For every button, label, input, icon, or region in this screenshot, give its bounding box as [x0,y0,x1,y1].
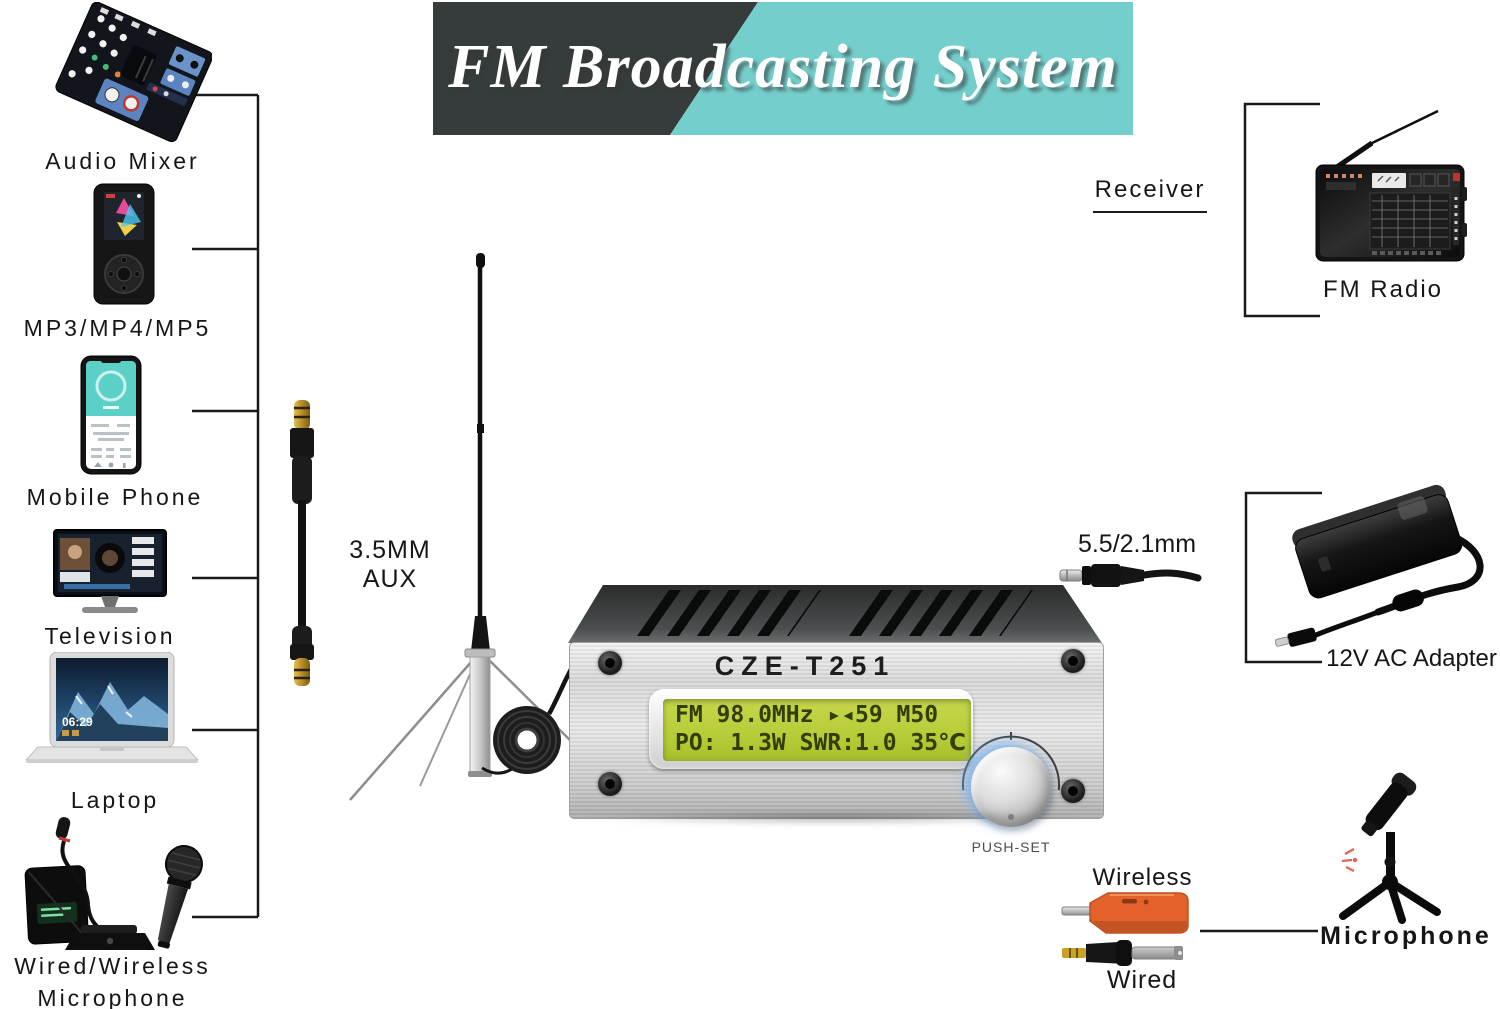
transmitter-top-panel [568,585,1102,643]
fm-radio-label: FM Radio [1322,276,1444,303]
screw-top-left [598,651,622,675]
microphone-tripod-icon [1339,772,1441,924]
television-icon [53,529,167,613]
fm-radio-icon [1315,109,1467,262]
lcd-line-2: PO: 1.3W SWR:1.0 35℃ [675,730,966,756]
aux-cable-label: 3.5MM AUX [349,536,431,593]
page-title: FM Broadcasting System [448,33,1118,101]
screw-bottom-right [1061,779,1085,803]
screw-top-right [1061,649,1085,673]
wireless-dongle-image [1060,885,1195,940]
transmitter-front-panel: CZE-T251 FM 98.0MHz ▸◂59 M50 PO: 1.3W SW… [569,642,1104,855]
mp3-player-icon [93,183,155,305]
mobile-phone-label: Mobile Phone [26,484,204,510]
push-set-knob[interactable] [971,747,1051,827]
vent-slots-right [848,590,1034,636]
microphones-icon [24,817,203,950]
ac-adapter-icon [1274,484,1484,647]
knob-label: PUSH-SET [971,839,1051,855]
wired-wireless-microphone-label: Wired/Wireless Microphone [14,953,211,1009]
transmitter-model: CZE-T251 [714,651,896,681]
coax-coil-icon [481,657,579,775]
television-image [52,528,168,620]
mobile-phone-icon [80,355,142,475]
laptop-icon: 06:29 [26,652,198,763]
knob-scale-arc [962,732,1060,791]
receiver-heading-text: Receiver [1092,176,1208,213]
aux-cable-image [282,392,322,694]
audio-mixer-image [52,2,212,144]
laptop-label: Laptop [70,787,160,813]
aux-cable-icon [290,400,314,686]
wired-adapter-icon [1062,940,1183,966]
dc-plug-icon [1059,564,1202,587]
vent-slots-left [636,590,822,636]
receiver-heading: Receiver [1086,176,1214,213]
dc-plug-label: 5.5/2.1mm [1077,530,1197,558]
mp3-player-label: MP3/MP4/MP5 [23,315,212,341]
transmitter-shadow [575,811,1090,825]
wired-label: Wired [1106,966,1178,994]
audio-mixer-icon [55,2,212,143]
lcd-display: FM 98.0MHz ▸◂59 M50 PO: 1.3W SWR:1.0 35℃ [663,699,971,761]
mp3-player-image [92,182,156,306]
laptop-image: 06:29 [26,652,198,776]
wired-wireless-microphone-image [15,805,220,955]
wired-adapter-image [1060,938,1192,968]
ac-adapter-image [1258,475,1493,660]
wireless-dongle-icon [1061,892,1189,934]
laptop-clock: 06:29 [62,715,93,729]
mobile-phone-image [79,354,143,476]
lcd-line-1: FM 98.0MHz ▸◂59 M50 [675,702,939,728]
lcd-bezel: FM 98.0MHz ▸◂59 M50 PO: 1.3W SWR:1.0 35℃ [649,689,973,769]
audio-mixer-label: Audio Mixer [45,148,200,174]
ac-adapter-label: 12V AC Adapter [1326,645,1497,672]
banner: FM Broadcasting System [433,2,1133,135]
banner-background [433,2,1133,135]
antenna-icon [349,253,581,801]
microphone-label: Microphone [1320,922,1492,950]
fm-radio-image [1310,95,1470,267]
receiver-bracket [1243,102,1320,318]
screw-bottom-left [598,772,622,796]
wireless-label: Wireless [1092,864,1193,891]
microphone-tripod-image [1315,770,1445,925]
television-label: Television [44,623,176,649]
fm-transmitter: CZE-T251 FM 98.0MHz ▸◂59 M50 PO: 1.3W SW… [565,585,1105,855]
dc-plug-image [1058,550,1208,602]
